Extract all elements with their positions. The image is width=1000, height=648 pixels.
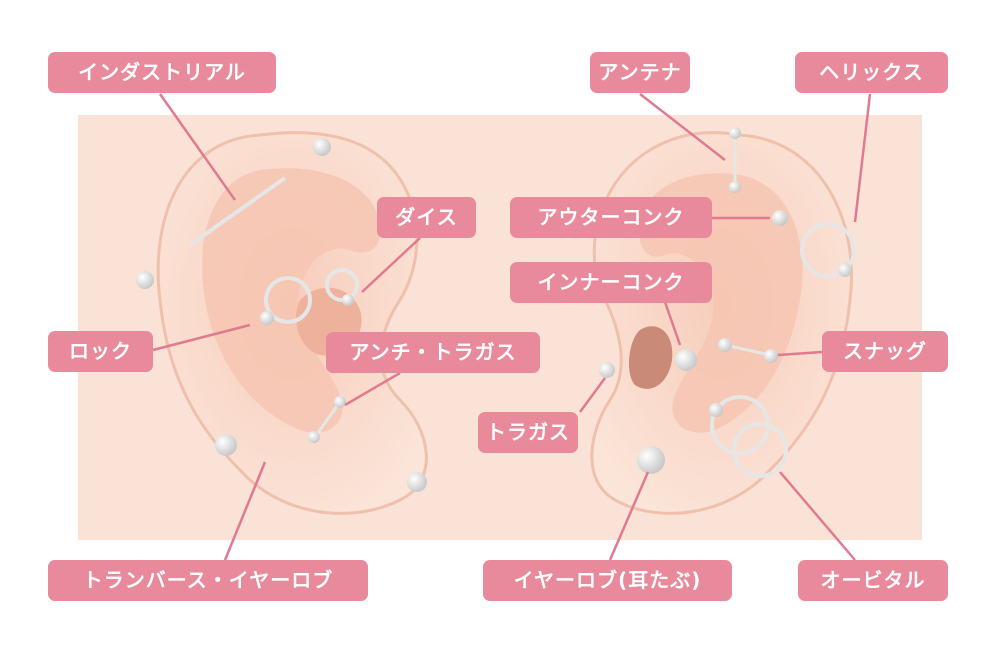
label-inner-conch: インナーコンク	[510, 262, 712, 303]
label-industrial: インダストリアル	[48, 52, 276, 93]
label-tragus: トラガス	[478, 412, 578, 453]
label-anti-tragus: アンチ・トラガス	[326, 332, 540, 373]
label-daith: ダイス	[377, 197, 476, 238]
label-helix: ヘリックス	[795, 52, 948, 93]
jewelry	[136, 127, 856, 492]
label-earlobe: イヤーロブ(耳たぶ)	[483, 560, 732, 601]
label-orbital: オービタル	[798, 560, 948, 601]
label-antenna: アンテナ	[590, 52, 690, 93]
label-transverse-lobe: トランバース・イヤーロブ	[48, 560, 368, 601]
label-outer-conch: アウターコンク	[510, 197, 712, 238]
label-snug: スナッグ	[822, 331, 948, 372]
label-rook: ロック	[48, 331, 153, 372]
leader-lines	[152, 93, 872, 561]
